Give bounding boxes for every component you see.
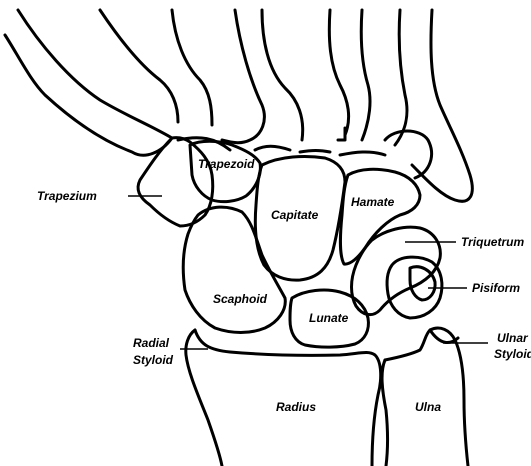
label-triquetrum: Triquetrum <box>461 235 524 249</box>
label-ulnar-styloid-line1: Ulnar <box>497 331 529 345</box>
label-lunate: Lunate <box>309 311 349 325</box>
label-hamate: Hamate <box>351 195 395 209</box>
fourth-metacarpal-outline-2 <box>361 10 370 140</box>
fifth-metacarpal-outline-2 <box>412 10 472 201</box>
label-scaphoid: Scaphoid <box>213 292 268 306</box>
label-trapezoid: Trapezoid <box>198 157 255 171</box>
first-metacarpal-outline <box>5 10 172 155</box>
metacarpal-joint-mark <box>338 128 345 140</box>
label-radial-styloid-line1: Radial <box>133 336 170 350</box>
label-radial-styloid-line2: Styloid <box>133 353 174 367</box>
fourth-metacarpal-outline <box>329 10 348 135</box>
label-ulnar-styloid-line2: Styloid <box>494 347 531 361</box>
labels: Trapezoid Trapezium Capitate Hamate Triq… <box>37 157 531 414</box>
label-radius: Radius <box>276 400 316 414</box>
forearm-bones <box>186 328 468 466</box>
ulna-outline <box>385 328 468 466</box>
fifth-metacarpal-outline <box>395 10 407 145</box>
third-metacarpal-outline <box>222 10 264 143</box>
ulna-outline-left <box>382 360 387 466</box>
carpal-bones <box>138 138 442 347</box>
metacarpals <box>5 10 472 201</box>
label-capitate: Capitate <box>271 208 319 222</box>
third-metacarpal-outline-2 <box>262 10 303 140</box>
label-trapezium: Trapezium <box>37 189 97 203</box>
label-ulna: Ulna <box>415 400 441 414</box>
label-pisiform: Pisiform <box>472 281 520 295</box>
scaphoid-outline <box>183 207 285 332</box>
hamate-outline <box>340 169 420 264</box>
radius-outline <box>195 330 381 466</box>
